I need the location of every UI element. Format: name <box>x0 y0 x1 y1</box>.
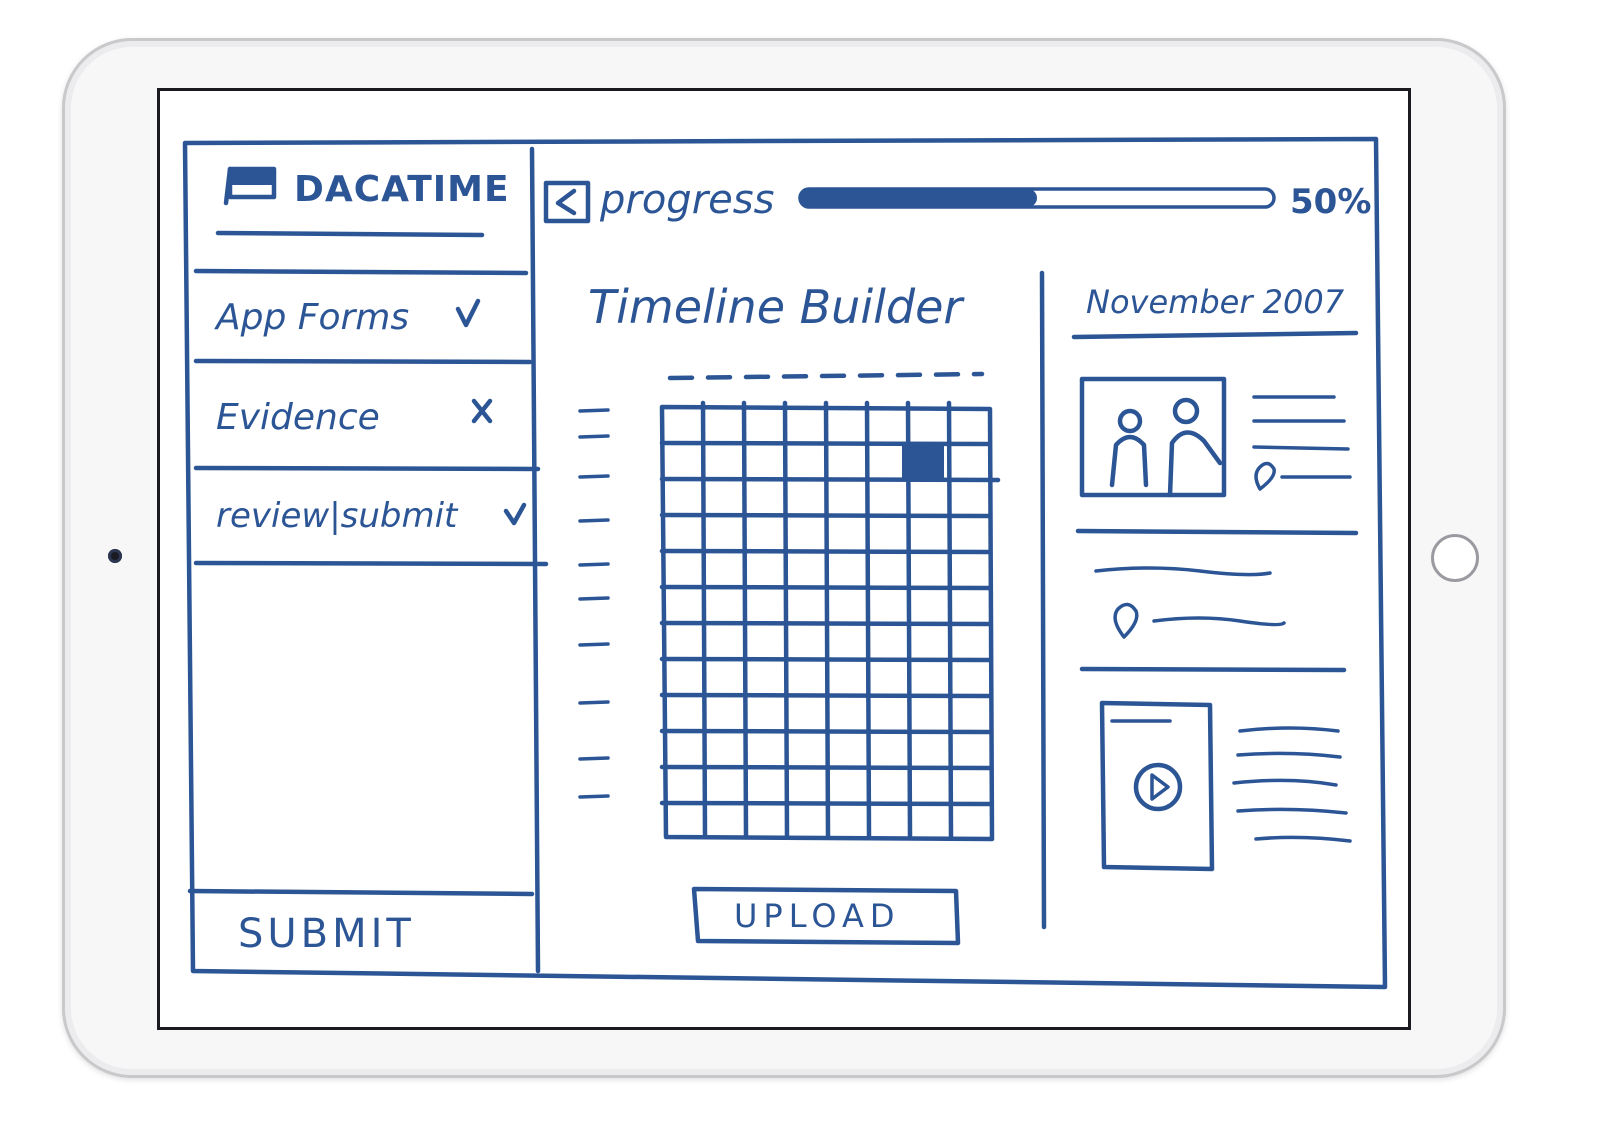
grid-row-line <box>659 476 1001 483</box>
grid-column-line <box>782 400 790 840</box>
submit-button[interactable]: SUBMIT <box>238 911 415 957</box>
text-line <box>1152 616 1286 627</box>
progress-label: progress <box>599 177 774 223</box>
people-photo-icon[interactable] <box>1079 376 1227 498</box>
submit-divider-line <box>187 888 535 897</box>
grid-column-line <box>700 400 708 840</box>
sidebar-item-review-submit[interactable]: review|submit <box>216 496 527 536</box>
check-icon <box>455 298 481 328</box>
grid-column-line <box>741 400 749 840</box>
timeline-title: Timeline Builder <box>588 280 965 334</box>
upload-label: UPLOAD <box>734 897 901 935</box>
sidebar-item-label: Evidence <box>216 397 380 438</box>
back-button[interactable] <box>543 180 591 224</box>
row-label-line <box>578 700 610 705</box>
sidebar-item-evidence[interactable]: Evidence <box>216 397 493 438</box>
flag-icon <box>223 166 277 206</box>
grid-row-line <box>659 584 993 591</box>
grid-column-line <box>823 400 831 840</box>
timeline-grid[interactable] <box>659 400 1001 842</box>
progress-header: progress 50% <box>543 177 1371 224</box>
wireframe-sketch: DACATIME App Forms Evidence review|subm <box>182 136 1388 990</box>
sidebar-item-label: review|submit <box>216 496 459 536</box>
row-label-line <box>578 474 610 479</box>
sidebar-divider-line <box>193 358 533 365</box>
grid-row-line <box>659 440 993 447</box>
row-label-line <box>578 518 610 523</box>
detail-panel: November 2007 <box>1071 283 1359 872</box>
timeline-row-labels <box>578 408 610 799</box>
detail-divider <box>1039 270 1047 930</box>
timeline-dashed-header <box>667 371 985 381</box>
grid-row-line <box>659 728 993 735</box>
timeline-selected-cell[interactable] <box>902 445 944 479</box>
camera-icon <box>108 549 122 563</box>
date-heading: November 2007 <box>1086 283 1345 321</box>
detail-divider-line <box>1075 528 1359 536</box>
grid-row-line <box>659 800 993 807</box>
row-label-line <box>578 596 610 601</box>
sidebar-item-label: App Forms <box>214 297 409 338</box>
grid-row-line <box>659 512 993 519</box>
grid-row-line <box>659 548 993 555</box>
sidebar-item-app-forms[interactable]: App Forms <box>214 297 481 338</box>
chevron-left-glyph <box>555 188 577 216</box>
app-frame <box>182 136 1388 990</box>
row-label-line <box>578 434 610 439</box>
location-pin-icon <box>1113 602 1139 639</box>
row-label-line <box>578 562 610 567</box>
text-line <box>1238 726 1340 733</box>
text-line <box>1094 566 1272 577</box>
grid-row-line <box>659 656 993 663</box>
sidebar-divider <box>529 146 541 974</box>
date-underline <box>1071 330 1359 340</box>
text-line <box>1254 835 1352 843</box>
sidebar-divider-line <box>193 268 529 276</box>
play-glyph <box>1150 773 1170 801</box>
text-line <box>1236 751 1342 759</box>
chevron-left-icon <box>543 180 591 224</box>
screen: DACATIME App Forms Evidence review|subm <box>157 88 1411 1030</box>
row-label-line <box>578 642 610 647</box>
text-line <box>1252 445 1350 451</box>
x-icon <box>471 398 493 424</box>
grid-column-line <box>946 400 954 840</box>
progress-percent: 50% <box>1290 182 1371 222</box>
sidebar: DACATIME App Forms Evidence review|subm <box>187 166 549 957</box>
text-line <box>1232 778 1338 787</box>
progress-fill <box>800 189 1037 207</box>
grid-row-line <box>659 692 993 699</box>
grid-row-line <box>659 620 993 627</box>
row-label-line <box>578 794 610 799</box>
sidebar-divider-line <box>193 560 549 567</box>
detail-divider-line <box>1079 666 1347 673</box>
check-icon <box>503 502 527 526</box>
sidebar-divider-line <box>193 465 541 472</box>
location-pin-icon <box>1254 461 1276 491</box>
row-label-line <box>578 756 610 761</box>
text-line <box>1236 807 1348 815</box>
grid-column-line <box>864 400 872 840</box>
progress-bar <box>798 187 1276 209</box>
play-icon <box>1133 762 1183 812</box>
video-card[interactable] <box>1099 700 1215 872</box>
row-label-line <box>578 408 610 413</box>
home-button[interactable] <box>1431 534 1479 582</box>
logo-underline <box>215 230 485 238</box>
app-name: DACATIME <box>294 169 510 210</box>
grid-row-line <box>659 764 993 771</box>
upload-button[interactable]: UPLOAD <box>691 886 961 946</box>
